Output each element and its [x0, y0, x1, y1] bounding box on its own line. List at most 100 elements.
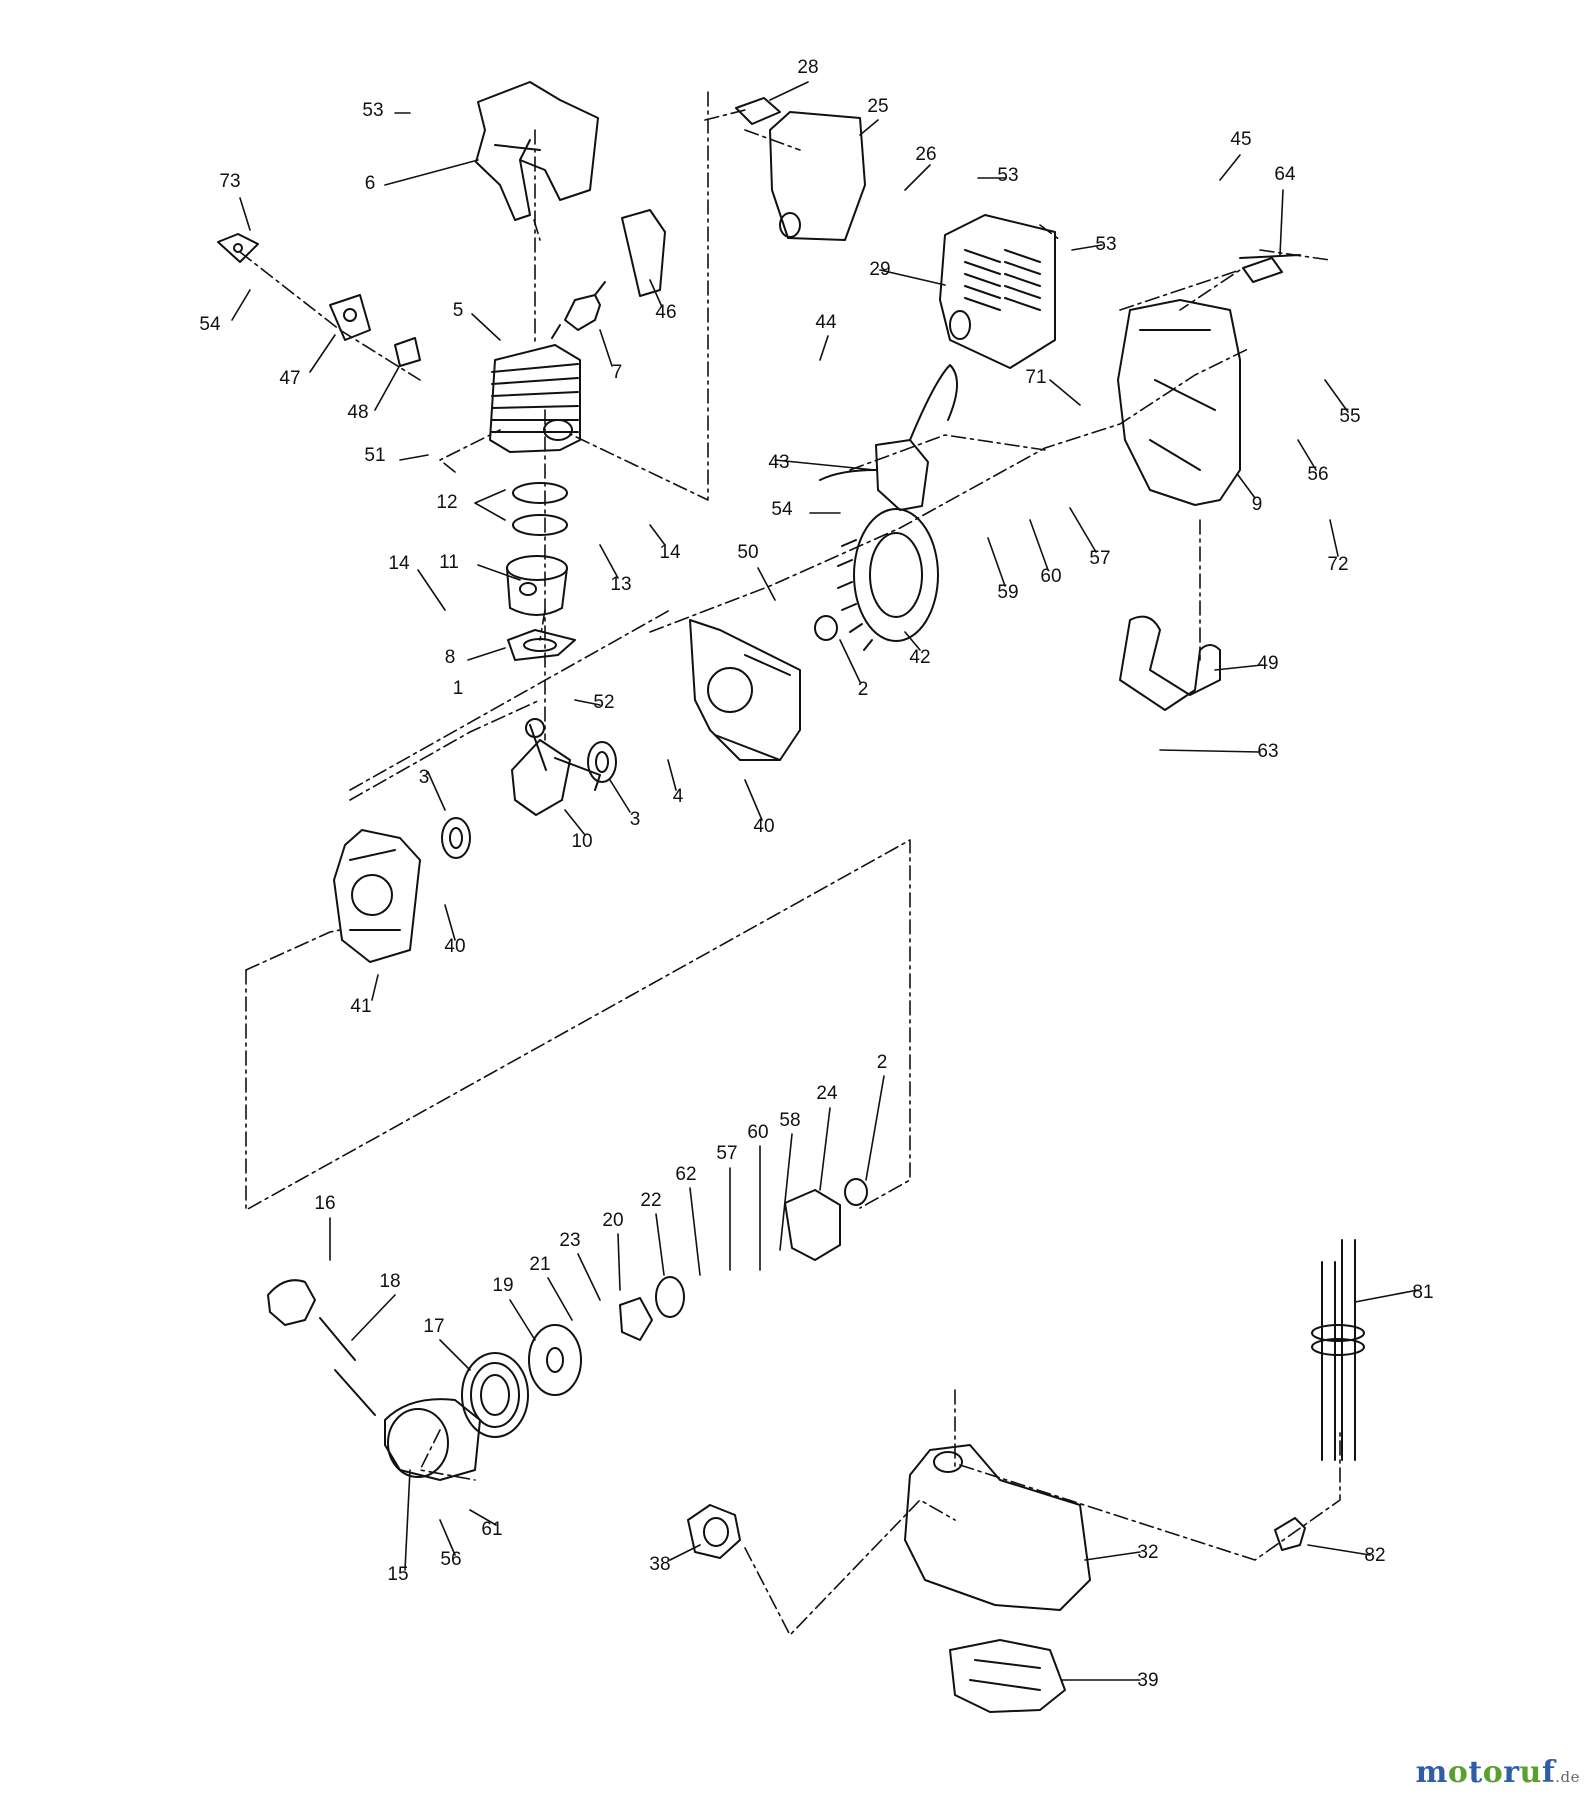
fuel-cap — [687, 1504, 741, 1559]
part-label-p81: 81 — [1412, 1282, 1433, 1303]
bearings — [441, 615, 868, 1206]
intake-flange — [329, 294, 371, 341]
part-label-p57b: 57 — [716, 1143, 737, 1164]
part-label-p10: 10 — [571, 831, 592, 852]
switch — [1239, 254, 1301, 283]
part-label-p50: 50 — [737, 542, 758, 563]
part-label-p51: 51 — [364, 445, 385, 466]
fuel-tank — [904, 1444, 1091, 1611]
part-label-p58: 58 — [779, 1110, 800, 1131]
part-label-p11: 11 — [439, 552, 459, 573]
part-label-p14a: 14 — [659, 542, 681, 563]
part-label-p5: 5 — [453, 300, 464, 321]
part-label-p57a: 57 — [1089, 548, 1110, 569]
part-label-p25: 25 — [867, 96, 888, 117]
part-label-p53c: 53 — [1095, 234, 1116, 255]
part-label-p54a: 54 — [199, 314, 221, 335]
gaskets-48-73 — [217, 233, 421, 367]
part-label-p7: 7 — [612, 362, 623, 383]
part-label-p1: 1 — [453, 678, 464, 699]
fan-housing — [1117, 299, 1241, 506]
part-label-p28: 28 — [797, 57, 818, 78]
part-label-p63: 63 — [1257, 741, 1278, 762]
watermark-text: motoruf — [1415, 1755, 1556, 1790]
part-label-p53a: 53 — [362, 100, 383, 121]
part-label-p72: 72 — [1327, 554, 1348, 575]
part-label-p60a: 60 — [1040, 566, 1061, 587]
part-label-p3b: 3 — [630, 809, 641, 830]
starter-rope — [319, 1317, 376, 1416]
part-label-p23: 23 — [559, 1230, 580, 1251]
part-label-p9: 9 — [1252, 494, 1263, 515]
part-label-p48: 48 — [347, 402, 368, 423]
fuel-tank-guard — [949, 1639, 1066, 1713]
part-label-p24: 24 — [816, 1083, 838, 1104]
part-label-p20: 20 — [602, 1210, 623, 1231]
part-label-p71: 71 — [1025, 367, 1046, 388]
part-label-p4: 4 — [673, 786, 684, 807]
crankshaft — [511, 718, 601, 816]
part-label-p44: 44 — [815, 312, 837, 333]
starter-handle — [267, 1279, 316, 1326]
part-label-p52: 52 — [593, 692, 614, 713]
part-label-p16: 16 — [314, 1193, 335, 1214]
part-label-p6: 6 — [365, 173, 376, 194]
part-label-p46: 46 — [655, 302, 676, 323]
part-label-p18: 18 — [379, 1271, 400, 1292]
part-label-p12: 12 — [436, 492, 457, 513]
watermark-suffix: .de — [1555, 1768, 1580, 1786]
muffler-gasket — [735, 97, 781, 125]
part-label-p13: 13 — [610, 574, 631, 595]
leader-lines — [231, 81, 1419, 1681]
spark-plug-boot — [621, 209, 666, 297]
crankcase-right — [689, 619, 801, 761]
parts-drawing — [217, 81, 1419, 1713]
gasket-8 — [507, 629, 576, 661]
part-label-p38: 38 — [649, 1554, 670, 1575]
part-label-p2a: 2 — [858, 679, 869, 700]
cylinder — [489, 344, 581, 453]
part-label-p82: 82 — [1364, 1545, 1385, 1566]
part-label-p26: 26 — [915, 144, 936, 165]
part-label-p73: 73 — [219, 171, 240, 192]
part-number-labels: 5367354474857462825265353294445647155569… — [199, 57, 1433, 1691]
part-label-p55: 55 — [1339, 406, 1360, 427]
part-label-p14b: 14 — [388, 553, 410, 574]
part-label-p3a: 3 — [419, 767, 430, 788]
part-label-p56b: 56 — [440, 1549, 461, 1570]
part-label-p64: 64 — [1274, 164, 1296, 185]
part-label-p47: 47 — [279, 368, 300, 389]
clutch-parts — [619, 1189, 841, 1341]
flywheel — [837, 508, 939, 651]
part-label-p59: 59 — [997, 582, 1018, 603]
part-label-p62: 62 — [675, 1164, 696, 1185]
part-label-p56a: 56 — [1307, 464, 1328, 485]
part-label-p40a: 40 — [753, 816, 774, 837]
rewind-spring — [461, 1352, 529, 1438]
muffler-cover — [939, 214, 1056, 369]
part-label-p2b: 2 — [877, 1052, 888, 1073]
starter-pulley — [528, 1324, 582, 1396]
part-label-p45: 45 — [1230, 129, 1251, 150]
part-label-p54b: 54 — [771, 499, 793, 520]
fuel-filter — [1274, 1517, 1306, 1551]
crankcase-left — [333, 829, 421, 963]
brand-watermark: motoruf.de — [1416, 1755, 1580, 1790]
cylinder-shroud — [475, 81, 599, 221]
part-label-p21: 21 — [529, 1254, 550, 1275]
part-label-p60b: 60 — [747, 1122, 768, 1143]
part-label-p61: 61 — [481, 1519, 502, 1540]
part-label-p39: 39 — [1137, 1670, 1158, 1691]
part-label-p19: 19 — [492, 1275, 513, 1296]
part-label-p49: 49 — [1257, 653, 1278, 674]
piston-rings — [512, 482, 568, 536]
part-label-p17: 17 — [423, 1316, 444, 1337]
part-label-p15: 15 — [387, 1564, 408, 1585]
muffler — [769, 111, 866, 241]
part-label-p29: 29 — [869, 259, 890, 280]
spark-plug — [551, 281, 606, 339]
fuel-lines — [1311, 1239, 1365, 1461]
assembly-lines — [239, 91, 1341, 1636]
part-label-p42: 42 — [909, 647, 930, 668]
